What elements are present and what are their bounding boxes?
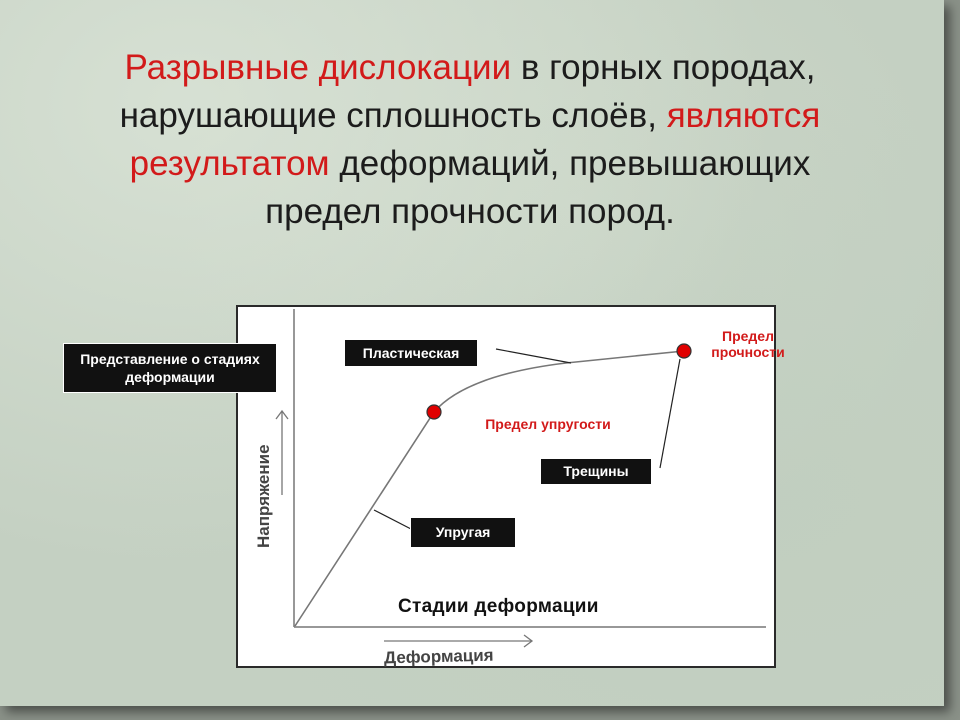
strength-limit-point (676, 343, 692, 359)
label-cracks: Трещины (540, 458, 652, 485)
title-red-3: результатом (129, 144, 330, 183)
label-plastic: Пластическая (344, 339, 478, 367)
leader-elastic (373, 509, 412, 530)
leader-cracks (659, 358, 681, 469)
title-black-3: деформаций, превышающих (329, 144, 811, 183)
stress-strain-plot (275, 309, 766, 648)
stages-title: Стадии деформации (398, 596, 599, 617)
x-axis-label: Деформация (383, 645, 494, 668)
stress-strain-curve (294, 350, 685, 627)
title-black-2: нарушающие сплошность слоёв, (119, 96, 667, 135)
label-elastic-limit: Предел упругости (485, 416, 611, 432)
diagram-panel (236, 305, 776, 668)
title-black-1: в горных породах, (520, 48, 816, 87)
y-arrow-head (275, 409, 289, 420)
y-axis-label: Напряжение (254, 444, 273, 548)
label-elastic: Упругая (410, 517, 516, 548)
leader-plastic (495, 348, 572, 364)
title-line-4: предел прочности пород. (265, 192, 675, 231)
slide-title: Разрывные дислокации в горных породах, н… (20, 44, 920, 236)
title-red-2: являются (666, 96, 821, 135)
title-red-1: Разрывные дислокации (124, 48, 521, 87)
x-arrow-head (523, 634, 534, 648)
elastic-limit-point (426, 404, 442, 420)
caption-box: Представление о стадиях деформации (63, 343, 277, 393)
label-strength-limit: Предел прочности (711, 328, 785, 360)
